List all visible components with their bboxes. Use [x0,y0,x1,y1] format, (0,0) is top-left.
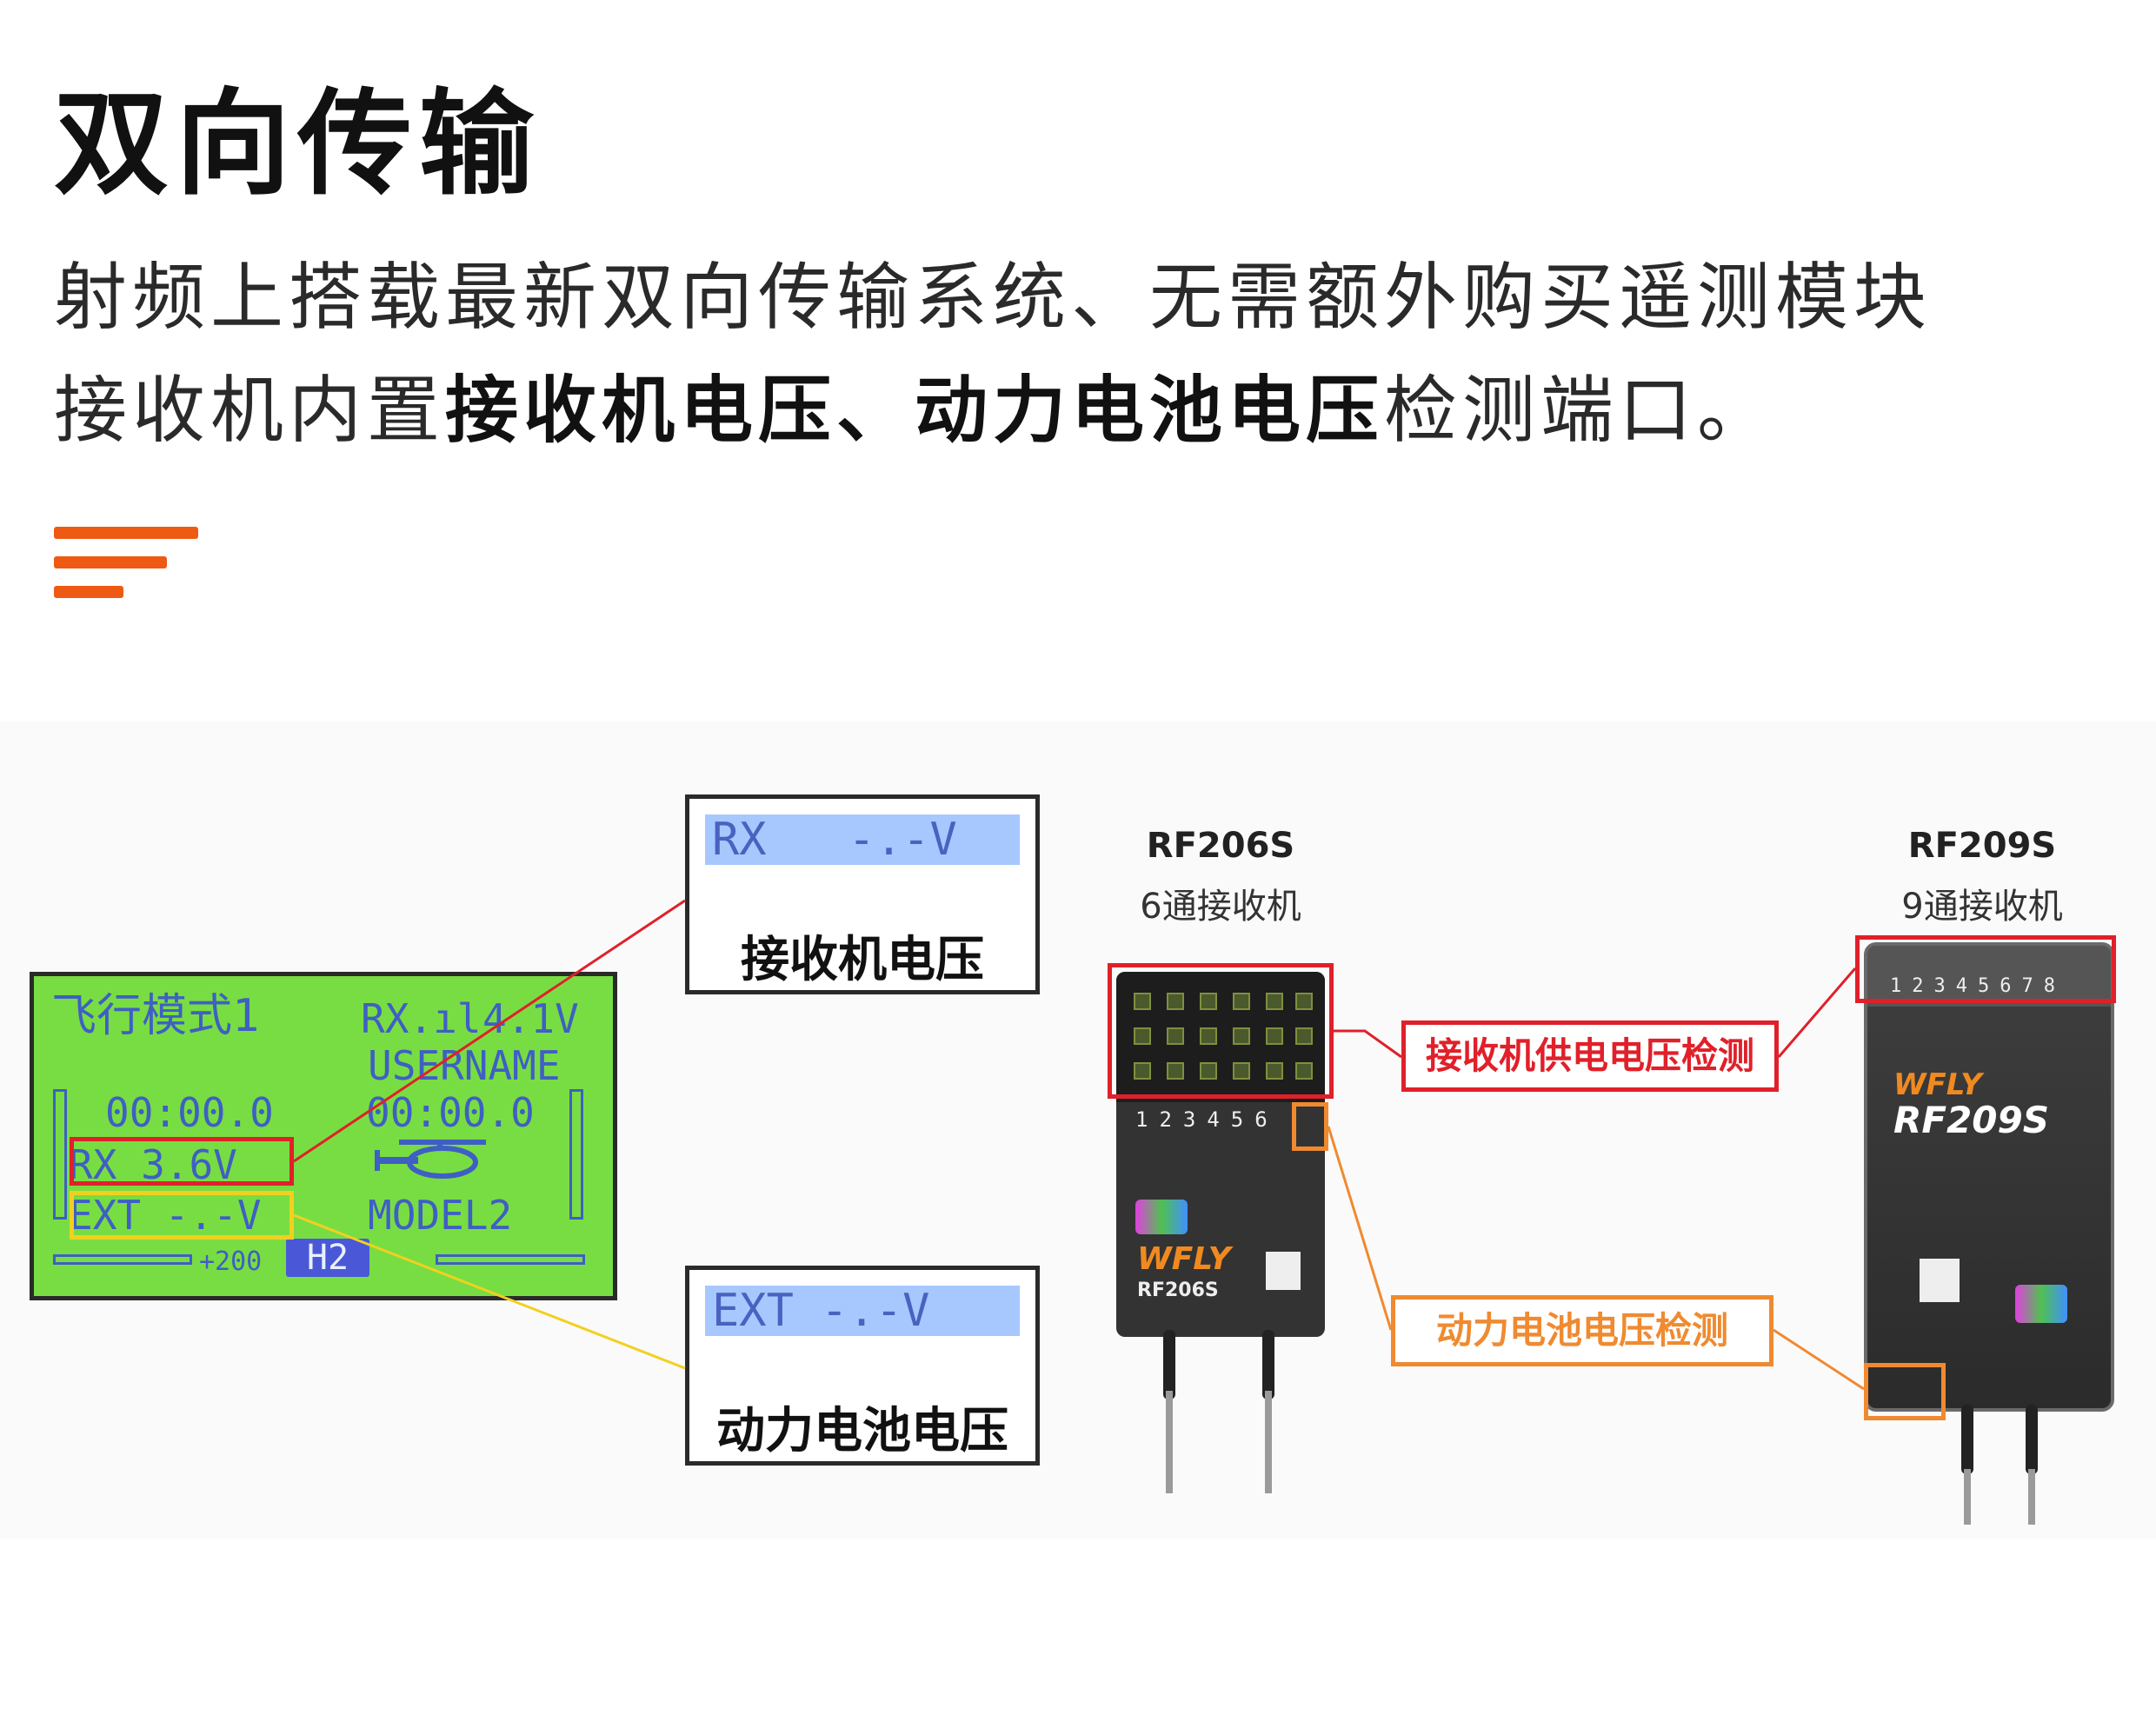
rx-voltage-highlight [70,1137,294,1186]
description-text: 接收机内置 [54,368,446,453]
rf209s-pin-header [1867,946,2111,1007]
accent-lines-icon [54,527,198,615]
ext-voltage-highlight [70,1191,294,1240]
rx-voltage: RX 3.6V [69,1141,237,1188]
transmitter-lcd: 飞行模式1 RX.ıl 4.1V USERNAME 00:00.0 00:00.… [30,972,617,1300]
rx-signal: RX.ıl [361,995,482,1042]
helicopter-icon [375,1140,486,1179]
description-highlight: 接收机电压、动力电池电压 [445,368,1385,453]
trim-bar-left [53,1254,192,1265]
rf209s-antenna-wire-1 [1964,1469,1971,1525]
rf206s-pin-header [1116,972,1325,1102]
rf206s-model-print: RF206S [1137,1280,1219,1301]
rx-callout-screen: RX -.-V [705,814,1020,865]
rf206s-antenna-wire-2 [1265,1391,1272,1493]
rf209s-antenna-wire-2 [2028,1469,2035,1525]
rf206s-mode-chip [1135,1200,1188,1234]
description-text-end: 检测端口。 [1384,368,1776,453]
rf209s-name: RF209S [1907,826,2057,866]
rf206s-pin-highlight [1108,963,1334,1099]
rf209s-receiver: 12345678 WFLY RF209S [1864,942,2114,1412]
rf209s-model-print: RF209S [1893,1099,2049,1141]
rf209s-antenna-1 [1961,1405,1973,1474]
rf206s-brand: WFLY [1137,1241,1231,1277]
rx-callout-label: 接收机电压 [741,932,984,988]
rf209s-brand: WFLY [1893,1067,1982,1102]
trim-bar-right [436,1254,585,1265]
ext-callout-screen: EXT -.-V [705,1286,1020,1336]
ext-voltage-callout: EXT -.-V 动力电池电压 [685,1266,1040,1466]
mode-indicator: H2 [286,1239,369,1277]
rx-voltage-callout: RX -.-V 接收机电压 [685,794,1040,994]
rf206s-24ghz-badge [1266,1252,1301,1290]
rx-battery: 4.1V [482,995,579,1042]
rf209s-ext-port-highlight [1864,1363,1946,1420]
rf206s-antenna-wire-1 [1166,1391,1173,1493]
rf206s-receiver: 123456 WFLY RF206S [1116,972,1325,1337]
username: USERNAME [368,1042,561,1089]
battery-voltage-tag: 动力电池电压检测 [1391,1295,1773,1366]
description-line-2: 接收机内置接收机电压、动力电池电压检测端口。 [54,374,1775,447]
rf209s-antenna-2 [2026,1405,2038,1474]
timer-2: 00:00.0 [366,1089,535,1136]
rf206s-channel-numbers: 123456 [1135,1107,1279,1132]
throttle-bar [53,1089,67,1220]
ext-voltage: EXT -.-V [69,1192,262,1239]
rf206s-antenna-2 [1262,1330,1274,1399]
supply-voltage-tag: 接收机供电电压检测 [1401,1020,1779,1092]
flight-mode: 飞行模式1 [51,990,260,1042]
page-title: 双向传输 [54,77,541,211]
trim-value: +200 [199,1246,263,1277]
rf206s-subtitle: 6通接收机 [1140,887,1301,927]
rf209s-channel-numbers: 12345678 [1890,975,2066,997]
rf209s-mode-chip [2015,1285,2067,1323]
rf209s-subtitle: 9通接收机 [1901,887,2063,927]
ext-callout-label: 动力电池电压 [716,1403,1008,1459]
rf206s-antenna-1 [1163,1330,1175,1399]
rf209s-24ghz-badge [1920,1259,1960,1302]
model-name: MODEL2 [368,1192,513,1239]
rf209s-pin-highlight [1855,935,2116,1003]
rf206s-name: RF206S [1146,826,1295,866]
pitch-bar [569,1089,583,1220]
rf206s-ext-port-highlight [1292,1102,1328,1151]
timer-1: 00:00.0 [105,1089,274,1136]
description-line-1: 射频上搭载最新双向传输系统、无需额外购买遥测模块 [54,255,1933,340]
